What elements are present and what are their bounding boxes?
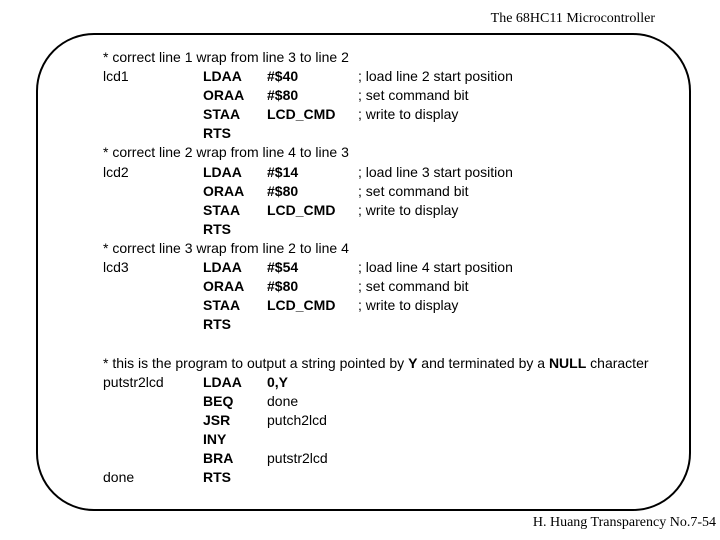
code-line: RTS bbox=[103, 124, 649, 143]
code-label bbox=[103, 105, 203, 124]
code-mnemonic: LDAA bbox=[203, 163, 242, 180]
code-line: lcd2 LDAA #$14 ; load line 3 start position bbox=[103, 163, 649, 182]
code-mnemonic: STAA bbox=[203, 297, 241, 314]
code-line: STAA LCD_CMD ; write to display bbox=[103, 201, 649, 220]
code-line: ORAA #$80 ; set command bit bbox=[103, 86, 649, 105]
code-mnemonic: STAA bbox=[203, 106, 241, 123]
code-operand: LCD_CMD bbox=[267, 106, 336, 123]
blank-line bbox=[103, 334, 649, 353]
comment-segment: and terminated by a bbox=[417, 354, 549, 371]
code-label bbox=[103, 86, 203, 105]
code-label bbox=[103, 315, 203, 334]
code-operand: putch2lcd bbox=[267, 411, 327, 428]
code-operand bbox=[267, 468, 358, 487]
code-mnemonic: RTS bbox=[203, 316, 231, 333]
code-operand: #$80 bbox=[267, 87, 299, 104]
code-label: lcd1 bbox=[103, 68, 129, 85]
code-operand: #$80 bbox=[267, 278, 299, 295]
code-label bbox=[103, 449, 203, 468]
code-comment: ; write to display bbox=[358, 106, 459, 123]
code-operand: #$54 bbox=[267, 259, 299, 276]
comment-segment: Y bbox=[408, 354, 418, 371]
code-label bbox=[103, 411, 203, 430]
code-line: lcd1 LDAA #$40 ; load line 2 start position bbox=[103, 67, 649, 86]
code-comment-line: * correct line 1 wrap from line 3 to lin… bbox=[103, 48, 649, 67]
comment-segment: * correct line 1 wrap from line 3 to lin… bbox=[103, 49, 349, 65]
code-comment: ; set command bit bbox=[358, 278, 469, 295]
code-line: INY bbox=[103, 430, 649, 449]
code-label bbox=[103, 220, 203, 239]
code-comment: ; load line 2 start position bbox=[358, 68, 513, 85]
code-line: ORAA #$80 ; set command bit bbox=[103, 277, 649, 296]
code-mnemonic: RTS bbox=[203, 469, 231, 486]
code-label: lcd2 bbox=[103, 163, 129, 180]
code-comment-line: * correct line 3 wrap from line 2 to lin… bbox=[103, 239, 649, 258]
code-operand bbox=[267, 124, 358, 143]
code-operand: LCD_CMD bbox=[267, 297, 336, 314]
code-line: BRA putstr2lcd bbox=[103, 449, 649, 468]
code-mnemonic: LDAA bbox=[203, 68, 242, 85]
code-line: done RTS bbox=[103, 468, 649, 487]
comment-segment: * this is the program to output a string… bbox=[103, 354, 409, 371]
code-operand bbox=[267, 430, 358, 449]
code-line: JSR putch2lcd bbox=[103, 411, 649, 430]
code-label: putstr2lcd bbox=[103, 373, 164, 390]
code-mnemonic: STAA bbox=[203, 201, 241, 218]
code-mnemonic: ORAA bbox=[203, 278, 245, 295]
code-mnemonic: BRA bbox=[203, 449, 234, 466]
code-operand: 0,Y bbox=[267, 373, 289, 390]
slide-footer: H. Huang Transparency No.7-54 bbox=[532, 515, 716, 530]
comment-segment: character bbox=[586, 354, 649, 371]
code-comment-line: * this is the program to output a string… bbox=[103, 354, 649, 373]
code-operand: putstr2lcd bbox=[267, 449, 328, 466]
code-label bbox=[103, 182, 203, 201]
code-label bbox=[103, 392, 203, 411]
code-operand: done bbox=[267, 392, 299, 409]
comment-segment: * correct line 2 wrap from line 4 to lin… bbox=[103, 144, 349, 161]
code-mnemonic: LDAA bbox=[203, 259, 242, 276]
comment-segment: NULL bbox=[548, 354, 587, 371]
code-comment: ; write to display bbox=[358, 297, 459, 314]
code-label bbox=[103, 124, 203, 143]
code-operand: #$80 bbox=[267, 182, 299, 199]
code-mnemonic: RTS bbox=[203, 125, 231, 142]
code-line: putstr2lcd LDAA 0,Y bbox=[103, 373, 649, 392]
code-comment: ; set command bit bbox=[358, 87, 469, 104]
code-line: BEQ done bbox=[103, 392, 649, 411]
code-operand: #$14 bbox=[267, 163, 299, 180]
code-label bbox=[103, 201, 203, 220]
slide-title: The 68HC11 Microcontroller bbox=[490, 11, 655, 26]
code-mnemonic: BEQ bbox=[203, 392, 234, 409]
code-listing: * correct line 1 wrap from line 3 to lin… bbox=[103, 48, 649, 487]
code-mnemonic: JSR bbox=[203, 411, 231, 428]
code-comment: ; write to display bbox=[358, 201, 459, 218]
code-line: STAA LCD_CMD ; write to display bbox=[103, 296, 649, 315]
comment-segment: * correct line 3 wrap from line 2 to lin… bbox=[103, 239, 349, 256]
code-label: lcd3 bbox=[103, 259, 129, 276]
code-mnemonic: ORAA bbox=[203, 182, 245, 199]
code-operand bbox=[267, 315, 358, 334]
code-comment-line: * correct line 2 wrap from line 4 to lin… bbox=[103, 143, 649, 162]
code-line: STAA LCD_CMD ; write to display bbox=[103, 105, 649, 124]
code-comment: ; load line 3 start position bbox=[358, 163, 513, 180]
code-line: ORAA #$80 ; set command bit bbox=[103, 182, 649, 201]
code-line: RTS bbox=[103, 315, 649, 334]
code-label bbox=[103, 296, 203, 315]
code-operand: LCD_CMD bbox=[267, 201, 336, 218]
code-label bbox=[103, 277, 203, 296]
code-operand bbox=[267, 220, 358, 239]
code-mnemonic: INY bbox=[203, 430, 227, 447]
code-label: done bbox=[103, 469, 135, 486]
code-label bbox=[103, 430, 203, 449]
code-comment: ; load line 4 start position bbox=[358, 259, 513, 276]
code-line: lcd3 LDAA #$54 ; load line 4 start position bbox=[103, 258, 649, 277]
code-line: RTS bbox=[103, 220, 649, 239]
code-mnemonic: RTS bbox=[203, 220, 231, 237]
code-mnemonic: LDAA bbox=[203, 373, 242, 390]
code-mnemonic: ORAA bbox=[203, 87, 245, 104]
code-comment: ; set command bit bbox=[358, 182, 469, 199]
code-operand: #$40 bbox=[267, 68, 299, 85]
